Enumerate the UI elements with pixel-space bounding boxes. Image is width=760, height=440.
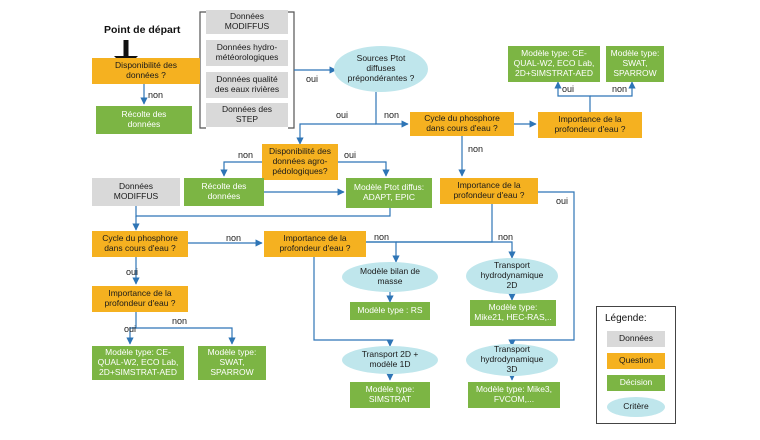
- decision-modele-rs: Modèle type : RS: [350, 302, 430, 320]
- question-disponibilite: Disponibilité des données ?: [92, 58, 200, 84]
- label-non-cycle-top: non: [384, 110, 400, 120]
- connector-mid-right-3d: [508, 191, 575, 347]
- start-label: Point de départ: [104, 24, 181, 36]
- label-oui-ce-bottom: oui: [124, 324, 137, 334]
- legend-decision: Décision: [607, 375, 665, 391]
- label-oui-sources: oui: [306, 74, 319, 84]
- label-oui-cycle-left: oui: [126, 267, 139, 277]
- legend-critere: Critère: [607, 397, 665, 417]
- label-non-center-2: non: [374, 232, 390, 242]
- decision-modele-swat-bottom: Modèle type: SWAT, SPARROW: [198, 346, 266, 380]
- criterion-transport-2d: Transport hydrodynamique 2D: [466, 258, 558, 294]
- data-modiffus-2: Données MODIFFUS: [92, 178, 180, 206]
- question-importance-center: Importance de la profondeur d'eau ?: [264, 231, 366, 257]
- label-non-cycle-down: non: [468, 144, 484, 154]
- label-non-center: non: [226, 233, 242, 243]
- criterion-transport-3d: Transport hydrodynamique 3D: [466, 344, 558, 376]
- label-non-swat-bottom: non: [172, 316, 188, 326]
- decision-modele-mike3: Modèle type: Mike3, FVCOM,...: [468, 382, 560, 408]
- legend-title: Légende:: [605, 313, 647, 324]
- data-step: Données des STEP: [206, 103, 288, 127]
- label-non-agro: non: [238, 150, 254, 160]
- question-dispo-agro: Disponibilité des données agro- pédologi…: [262, 144, 338, 180]
- decision-modele-mike21: Modèle type: Mike21, HEC-RAS,..: [470, 300, 556, 326]
- decision-recolte-top: Récolte des données: [96, 106, 192, 134]
- connector-importance-ce: [554, 81, 591, 112]
- question-importance-mid-right: Importance de la profondeur d'eau ?: [440, 178, 538, 204]
- label-non-recolte: non: [148, 90, 164, 100]
- decision-modele-ce-top: Modèle type: CE- QUAL-W2, ECO Lab, 2D+SI…: [508, 46, 600, 82]
- connector-left-swat: [136, 327, 236, 345]
- connector-importance-swat: [590, 81, 636, 97]
- connector-merge-line: [135, 206, 391, 217]
- connector-left-ce: [126, 312, 137, 345]
- legend: Légende: Données Question Décision Critè…: [596, 306, 676, 424]
- decision-modele-swat-top: Modèle type: SWAT, SPARROW: [606, 46, 664, 82]
- connector-sources-agro: [296, 123, 376, 145]
- label-non-swat-top: non: [612, 84, 628, 94]
- data-bracket-right: [288, 11, 295, 129]
- data-modiffus: Données MODIFFUS: [206, 10, 288, 34]
- data-qualite: Données qualité des eaux rivières: [206, 72, 288, 98]
- label-oui-ce-top: oui: [562, 84, 575, 94]
- question-cycle-top: Cycle du phosphore dans cours d'eau ?: [410, 112, 514, 136]
- question-cycle-left: Cycle du phosphore dans cours d'eau ?: [92, 231, 188, 257]
- criterion-transport-2d-1d: Transport 2D + modèle 1D: [342, 346, 438, 374]
- data-hydro: Données hydro- météorologiques: [206, 40, 288, 66]
- connector-center-bilan: [366, 241, 400, 263]
- question-importance-right: Importance de la profondeur d'eau ?: [538, 112, 642, 138]
- decision-modele-ptot: Modèle Ptot diffus: ADAPT, EPIC: [346, 178, 432, 208]
- label-oui-cycle-top: oui: [336, 110, 349, 120]
- label-non-transport2d: non: [498, 232, 514, 242]
- data-bracket-left: [199, 11, 206, 129]
- label-oui-agro: oui: [344, 150, 357, 160]
- label-oui-importance-mid: oui: [556, 196, 569, 206]
- decision-modele-simstrat: Modèle type: SIMSTRAT: [350, 382, 430, 408]
- legend-donnees: Données: [607, 331, 665, 347]
- connector-center-2d1d: [313, 256, 394, 347]
- question-importance-left: Importance de la profondeur d'eau ?: [92, 286, 188, 312]
- decision-modele-ce-bottom: Modèle type: CE- QUAL-W2, ECO Lab, 2D+SI…: [92, 346, 184, 380]
- criterion-bilan-masse: Modèle bilan de masse: [342, 262, 438, 292]
- connector-center-transport2d: [396, 241, 516, 259]
- legend-question: Question: [607, 353, 665, 369]
- criterion-sources: Sources Ptot diffuses prépondérantes ?: [334, 46, 428, 92]
- decision-recolte-mid: Récolte des données: [184, 178, 264, 206]
